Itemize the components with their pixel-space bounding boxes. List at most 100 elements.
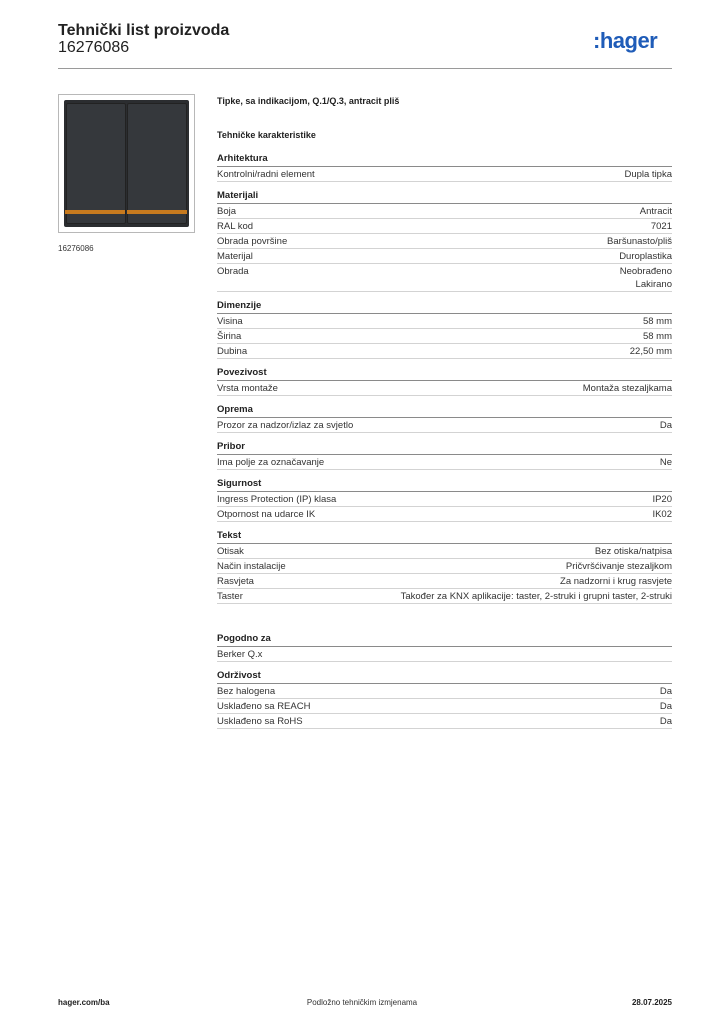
spec-label: Kontrolni/radni element bbox=[217, 169, 315, 180]
spec-value-line: Da bbox=[659, 716, 672, 727]
spec-value: Da bbox=[660, 700, 672, 713]
spec-value-line: Da bbox=[659, 686, 672, 697]
footer-date: 28.07.2025 bbox=[631, 998, 672, 1007]
spec-row: Bez halogena Da bbox=[217, 684, 672, 699]
spec-row: Vrsta montaže Montaža stezaljkama bbox=[217, 381, 672, 396]
spec-value-line: Montaža stezaljkama bbox=[582, 383, 672, 394]
section-title: Oprema bbox=[217, 403, 672, 418]
spec-value-line: 58 mm bbox=[642, 331, 672, 342]
spec-value: IK02 bbox=[652, 508, 672, 521]
spec-label: Usklađeno sa RoHS bbox=[217, 716, 303, 727]
spec-value-line: Za nadzorni i krug rasvjete bbox=[560, 576, 672, 587]
spec-label: RAL kod bbox=[217, 221, 254, 232]
spec-row: Rasvjeta Za nadzorni i krug rasvjete bbox=[217, 574, 672, 589]
spec-row: Kontrolni/radni element Dupla tipka bbox=[217, 167, 672, 182]
section-title: Tekst bbox=[217, 529, 672, 544]
spec-label: Prozor za nadzor/izlaz za svjetlo bbox=[217, 420, 354, 431]
spec-value-line: Dupla tipka bbox=[624, 169, 672, 180]
spec-row: Berker Q.x bbox=[217, 647, 672, 662]
spec-value: Dupla tipka bbox=[624, 168, 672, 181]
spec-label: Vrsta montaže bbox=[217, 383, 278, 394]
spec-row: Dubina 22,50 mm bbox=[217, 344, 672, 359]
spec-row: Obrada površine Baršunasto/pliš bbox=[217, 234, 672, 249]
section-title: Dimenzije bbox=[217, 299, 672, 314]
spec-value: Duroplastika bbox=[619, 250, 672, 263]
tech-characteristics-title: Tehničke karakteristike bbox=[217, 130, 316, 140]
spec-label: Usklađeno sa REACH bbox=[217, 701, 311, 712]
right-rocker bbox=[127, 103, 187, 224]
section-title: Pribor bbox=[217, 440, 672, 455]
spec-value-line: 22,50 mm bbox=[629, 346, 672, 357]
hager-logo: :hager bbox=[593, 28, 658, 53]
spec-value-line: IK02 bbox=[652, 509, 672, 520]
section-title: Arhitektura bbox=[217, 152, 672, 167]
spec-row: Materijal Duroplastika bbox=[217, 249, 672, 264]
spec-row: Usklađeno sa REACH Da bbox=[217, 699, 672, 714]
spec-value: 58 mm bbox=[643, 315, 672, 328]
spec-value: Za nadzorni i krug rasvjete bbox=[560, 575, 672, 588]
spec-value: 22,50 mm bbox=[630, 345, 672, 358]
spec-value-line: Antracit bbox=[639, 206, 672, 217]
spec-label: Taster bbox=[217, 591, 243, 602]
right-indicator-strip bbox=[127, 210, 187, 214]
spec-value-line: Da bbox=[659, 701, 672, 712]
spec-value-line: IP20 bbox=[652, 494, 672, 505]
spec-value-line: Lakirano bbox=[635, 279, 672, 290]
spec-value-line: 58 mm bbox=[642, 316, 672, 327]
spec-label: Obrada površine bbox=[217, 236, 288, 247]
spec-row: Ima polje za označavanje Ne bbox=[217, 455, 672, 470]
spec-label: Bez halogena bbox=[217, 686, 276, 697]
spec-label: Materijal bbox=[217, 251, 253, 262]
product-title: Tipke, sa indikacijom, Q.1/Q.3, antracit… bbox=[217, 96, 400, 106]
spec-label: Ingress Protection (IP) klasa bbox=[217, 494, 337, 505]
section-title: Pogodno za bbox=[217, 632, 672, 647]
spec-row: Usklađeno sa RoHS Da bbox=[217, 714, 672, 729]
spec-value: Također za KNX aplikacije: taster, 2-str… bbox=[401, 590, 672, 603]
spec-label: Način instalacije bbox=[217, 561, 286, 572]
spec-value: 58 mm bbox=[643, 330, 672, 343]
spec-value: Da bbox=[660, 715, 672, 728]
spec-value-line: 7021 bbox=[650, 221, 672, 232]
spec-value: Da bbox=[660, 419, 672, 432]
spec-value: Baršunasto/pliš bbox=[607, 235, 672, 248]
spec-row: Način instalacije Pričvršćivanje stezaljk… bbox=[217, 559, 672, 574]
spec-label: Rasvjeta bbox=[217, 576, 254, 587]
section-title: Povezivost bbox=[217, 366, 672, 381]
spec-label: Berker Q.x bbox=[217, 649, 263, 660]
spec-row: Taster Također za KNX aplikacije: taster,… bbox=[217, 589, 672, 604]
spec-label: Otisak bbox=[217, 546, 244, 557]
spec-value-line: Bez otiska/natpisa bbox=[594, 546, 672, 557]
spec-label: Dubina bbox=[217, 346, 248, 357]
spec-value: Ne bbox=[660, 456, 672, 469]
spec-row: RAL kod 7021 bbox=[217, 219, 672, 234]
spec-value-line: Također za KNX aplikacije: taster, 2-str… bbox=[400, 591, 672, 602]
spec-label: Boja bbox=[217, 206, 237, 217]
product-code: 16276086 bbox=[58, 39, 130, 56]
spec-value: Pričvršćivanje stezaljkom bbox=[566, 560, 672, 573]
product-image bbox=[58, 94, 195, 233]
spec-value: Montaža stezaljkama bbox=[583, 382, 672, 395]
spec-value: 7021 bbox=[651, 220, 672, 233]
footer-website: hager.com/ba bbox=[58, 998, 110, 1007]
left-indicator-strip bbox=[65, 210, 125, 214]
page-title: Tehnički list proizvoda bbox=[58, 22, 230, 39]
switch-illustration bbox=[64, 100, 189, 227]
spec-value: Antracit bbox=[640, 205, 672, 218]
spec-label: Ima polje za označavanje bbox=[217, 457, 325, 468]
spec-row: Visina 58 mm bbox=[217, 314, 672, 329]
spec-value: Da bbox=[660, 685, 672, 698]
footer-notice: Podložno tehničkim izmjenama bbox=[306, 998, 418, 1007]
spec-row: Otisak Bez otiska/natpisa bbox=[217, 544, 672, 559]
left-rocker bbox=[66, 103, 126, 224]
spec-value-line: Duroplastika bbox=[619, 251, 672, 262]
spec-row: Ingress Protection (IP) klasa IP20 bbox=[217, 492, 672, 507]
spec-label: Visina bbox=[217, 316, 243, 327]
spec-value-line: Ne bbox=[659, 457, 672, 468]
spec-value: Bez otiska/natpisa bbox=[595, 545, 672, 558]
spec-value-line: Neobrađeno bbox=[619, 266, 672, 277]
